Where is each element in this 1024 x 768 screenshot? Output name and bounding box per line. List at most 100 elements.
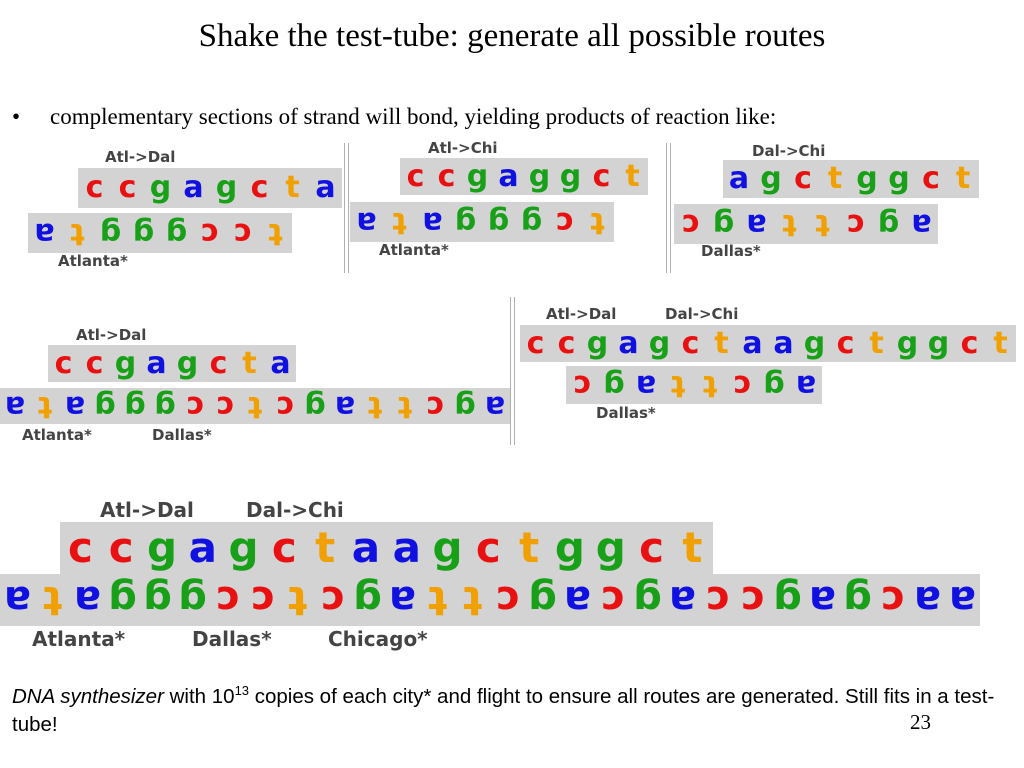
- label-atlanta: Atlanta*: [58, 252, 128, 270]
- base-c: c: [555, 204, 574, 240]
- base-t: t: [427, 577, 448, 623]
- base-g: g: [586, 325, 609, 361]
- base-a: a: [484, 389, 506, 424]
- base-g: g: [94, 389, 116, 424]
- base-g: g: [215, 169, 238, 205]
- base-g: g: [454, 389, 476, 424]
- panel-divider: [666, 143, 671, 273]
- base-g: g: [146, 523, 178, 572]
- label-atlanta: Atlanta*: [22, 426, 92, 444]
- base-c: c: [108, 523, 134, 572]
- base-c: c: [200, 215, 219, 251]
- base-a: a: [914, 577, 941, 623]
- base-a: a: [270, 345, 291, 381]
- base-c: c: [406, 158, 425, 194]
- bullet-item: • complementary sections of strand will …: [12, 104, 776, 130]
- base-c: c: [54, 345, 73, 381]
- base-t: t: [315, 523, 336, 572]
- base-t: t: [702, 368, 718, 404]
- base-a: a: [949, 577, 976, 623]
- base-g: g: [228, 523, 259, 572]
- label-dallas: Dallas*: [152, 426, 212, 444]
- base-g: g: [888, 161, 910, 197]
- base-c: c: [740, 577, 765, 623]
- base-t: t: [670, 368, 686, 404]
- base-t: t: [815, 206, 830, 242]
- base-t: t: [827, 161, 843, 197]
- panel-divider: [510, 297, 515, 445]
- base-t: t: [287, 577, 308, 623]
- base-c: c: [592, 158, 611, 194]
- base-c: c: [681, 325, 700, 361]
- base-a: a: [356, 204, 377, 240]
- base-t: t: [397, 389, 413, 424]
- base-g: g: [99, 215, 122, 251]
- base-g: g: [520, 204, 543, 240]
- base-g: g: [454, 204, 477, 240]
- base-c: c: [557, 325, 576, 361]
- base-t: t: [367, 389, 383, 424]
- base-a: a: [498, 158, 519, 194]
- base-g: g: [108, 577, 137, 623]
- base-a: a: [422, 204, 443, 240]
- base-a: a: [183, 169, 204, 205]
- label-atl-dal: Atl->Dal: [546, 305, 617, 323]
- base-g: g: [927, 325, 950, 361]
- base-c: c: [209, 345, 228, 381]
- label-chicago: Chicago*: [328, 627, 428, 651]
- base-c: c: [276, 389, 294, 424]
- base-c: c: [600, 577, 625, 623]
- base-a: a: [392, 523, 421, 572]
- base-c: c: [426, 389, 444, 424]
- base-c: c: [526, 325, 545, 361]
- base-g: g: [154, 389, 176, 424]
- base-c: c: [67, 523, 93, 572]
- base-a: a: [742, 325, 763, 361]
- bullet-dot-icon: •: [12, 104, 21, 129]
- base-g: g: [149, 169, 172, 205]
- panel-divider: [344, 143, 349, 273]
- base-t: t: [462, 577, 483, 623]
- base-c: c: [250, 169, 269, 205]
- base-g: g: [353, 577, 382, 623]
- base-g: g: [114, 345, 137, 381]
- base-a: a: [4, 389, 26, 424]
- base-t: t: [519, 523, 540, 572]
- label-dal-chi: Dal->Chi: [246, 498, 344, 522]
- base-g: g: [648, 325, 671, 361]
- base-c: c: [271, 523, 297, 572]
- label-dal-chi: Dal->Chi: [752, 142, 826, 160]
- base-c: c: [437, 158, 456, 194]
- base-a: a: [334, 389, 356, 424]
- base-a: a: [809, 577, 836, 623]
- base-g: g: [856, 161, 878, 197]
- label-atlanta: Atlanta*: [379, 241, 449, 259]
- base-a: a: [74, 577, 101, 623]
- base-g: g: [603, 368, 625, 404]
- label-atl-dal: Atl->Dal: [76, 326, 147, 344]
- base-a: a: [4, 577, 31, 623]
- label-dallas: Dallas*: [701, 242, 761, 260]
- base-t: t: [37, 389, 53, 424]
- base-t: t: [242, 345, 257, 381]
- base-a: a: [728, 161, 750, 197]
- base-t: t: [993, 325, 1008, 361]
- base-c: c: [960, 325, 979, 361]
- base-t: t: [682, 523, 703, 572]
- base-c: c: [733, 368, 751, 404]
- label-atl-dal: Atl->Dal: [100, 498, 194, 522]
- base-g: g: [760, 161, 782, 197]
- base-g: g: [803, 325, 826, 361]
- label-atl-chi: Atl->Chi: [428, 139, 498, 157]
- base-t: t: [247, 389, 263, 424]
- base-g: g: [176, 345, 199, 381]
- base-c: c: [215, 577, 240, 623]
- base-g: g: [132, 215, 155, 251]
- footer-note: DNA synthesizer with 1013 copies of each…: [12, 683, 1024, 738]
